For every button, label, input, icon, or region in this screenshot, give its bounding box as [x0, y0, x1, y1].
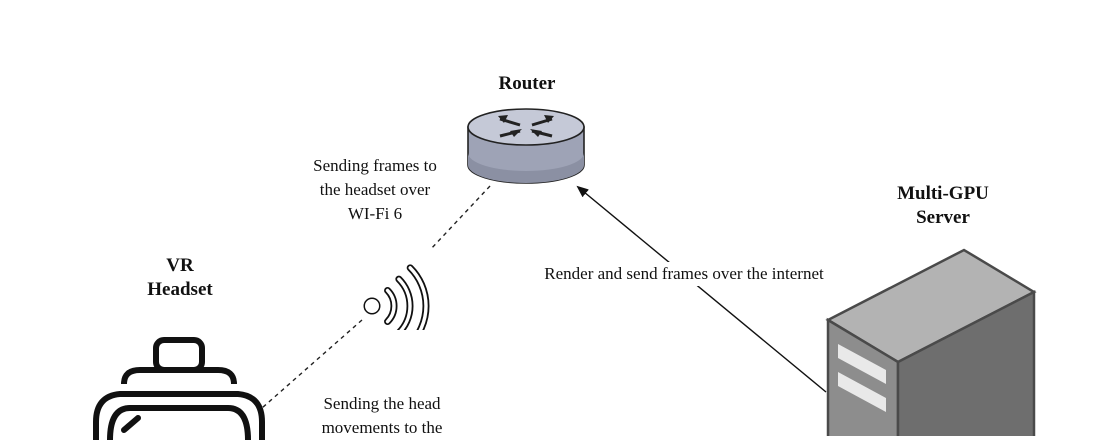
router-title: Router: [498, 73, 556, 94]
server-to-router-arrow: [576, 185, 827, 393]
diagram-canvas: Router Multi-GPU Server VR Headset Sendi…: [93, 73, 1037, 440]
server-title: Multi-GPU Server: [897, 183, 989, 228]
server-tower-icon: [825, 248, 1037, 436]
headset-title: VR Headset: [147, 255, 213, 300]
internet-caption: Render and send frames over the internet: [508, 262, 860, 286]
router-to-wifi-link: [429, 185, 491, 251]
head-movements-caption: Sending the head movements to the: [321, 394, 443, 437]
vr-headset-icon: [93, 337, 265, 440]
router-icon: [467, 108, 585, 184]
wifi-icon: [363, 264, 430, 330]
wifi-to-headset-link: [261, 319, 363, 409]
connectors: [261, 185, 827, 409]
wifi-frames-caption: Sending frames to the headset over WI-Fi…: [313, 156, 437, 223]
